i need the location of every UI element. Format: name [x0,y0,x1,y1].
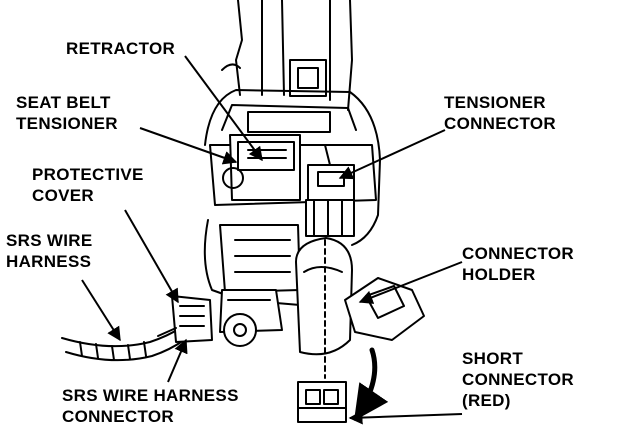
label-tensioner-connector: TENSIONER CONNECTOR [444,93,556,133]
srs-wire-harness-drawing [61,295,213,362]
label-connector-holder: CONNECTOR HOLDER [462,244,574,284]
tensioner-body [203,219,353,356]
harness-leader [81,279,121,342]
tensioner-connector-leader [338,129,446,180]
tensioner-leader [139,127,238,165]
short-connector-drawing [297,381,347,423]
cover-leader [124,209,179,304]
connector-holder-drawing [344,277,425,341]
retractor-leader [184,55,263,162]
label-protective-cover: PROTECTIVE COVER [32,165,144,205]
label-seat-belt-tensioner: SEAT BELT TENSIONER [16,93,118,133]
holder-leader [358,261,463,304]
short-connector-leader [348,410,463,425]
label-short-connector: SHORT CONNECTOR (RED) [462,349,574,410]
label-retractor: RETRACTOR [66,39,176,58]
harness-connector-leader [167,338,188,383]
removal-arrow [353,347,389,421]
label-srs-wire-harness-connector: SRS WIRE HARNESS CONNECTOR [62,386,239,426]
pillar [221,0,353,111]
label-srs-wire-harness: SRS WIRE HARNESS [6,231,93,271]
